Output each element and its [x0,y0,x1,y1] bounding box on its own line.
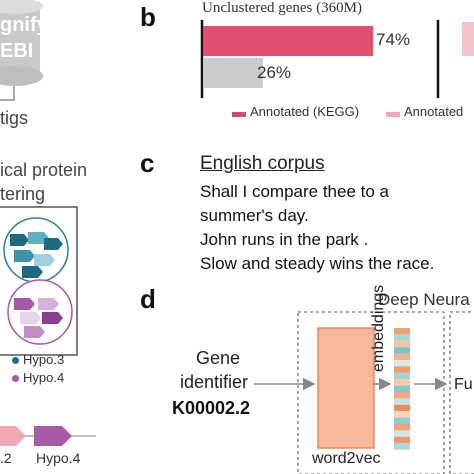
embedding-cell [394,424,410,431]
embedding-cell [394,372,410,380]
gene-label-hypo4: Hypo.4 [36,450,81,466]
cropped-bar-right [462,22,474,56]
corpus-line-1: Shall I compare thee to a [200,182,390,201]
cluster-purple [7,279,73,345]
legend-label-kegg: Annotated (KEGG) [250,104,360,119]
embedding-cell [394,385,410,392]
embedding-cell [394,347,410,354]
word2vec-layer [317,327,375,449]
input-label-identifier: identifier [180,372,249,392]
embedding-cell [394,404,410,412]
next-layer-label: Fu [454,376,473,393]
embedding-cell [394,366,410,373]
embedding-cell [394,360,410,367]
embedding-cell [394,379,410,386]
legend-swatch-kegg [232,112,246,117]
network-dashed-box [297,311,445,474]
network-title: Deep Neura [378,290,470,309]
input-gene-id: K00002.2 [172,398,251,418]
legend-label-annotated: Annotated [404,104,464,119]
step-clustering-1: ical protein [0,160,88,180]
embedding-cell [394,436,410,444]
bar-label-unannotated: 26% [257,63,292,82]
corpus-line-4: Slow and steady wins the race. [200,254,435,273]
legend-label-hypo3: Hypo.3 [23,352,65,367]
corpus-line-2: summer's day. [200,206,309,225]
database-label-2: EBI [0,40,34,62]
database-label-1: gnify [0,14,48,36]
embedding-cell [394,417,410,424]
chart-title: Unclustered genes (360M) [202,0,362,16]
gene-label-left: .2 [0,450,12,466]
gene-track [0,426,96,446]
panel-letter-b: b [140,2,156,32]
bar-label-annotated: 74% [376,30,411,49]
input-label-gene: Gene [196,348,241,368]
legend-label-hypo4: Hypo.4 [23,370,65,385]
legend-dot-teal [12,357,19,364]
embedding-cell [394,328,410,335]
bar-1 [203,58,263,88]
panel-letter-c: c [140,148,155,178]
embedding-cell [394,411,410,418]
next-dashed-box [449,311,474,474]
embedding-cell [394,398,410,405]
embeddings-label: embeddings [370,284,387,372]
embedding-cell [394,353,410,360]
legend-swatch-annotated [386,112,400,117]
word2vec-label: word2vec [312,450,381,467]
panel-letter-d: d [140,284,156,314]
embedding-cell [394,443,410,450]
embedding-cell [394,430,410,437]
embedding-cell [394,334,410,341]
bar-0 [203,26,374,56]
clustering-box [0,206,78,356]
embedding-cell [394,340,410,348]
step-contigs: tigs [0,108,29,128]
database-icon [0,0,43,86]
corpus-title: English corpus [200,153,325,174]
legend-dot-purple [12,375,19,382]
step-clustering-2: tering [0,184,46,204]
corpus-line-3: John runs in the park . [200,230,369,249]
embedding-cell [394,392,410,399]
embedding-vector [394,328,410,450]
